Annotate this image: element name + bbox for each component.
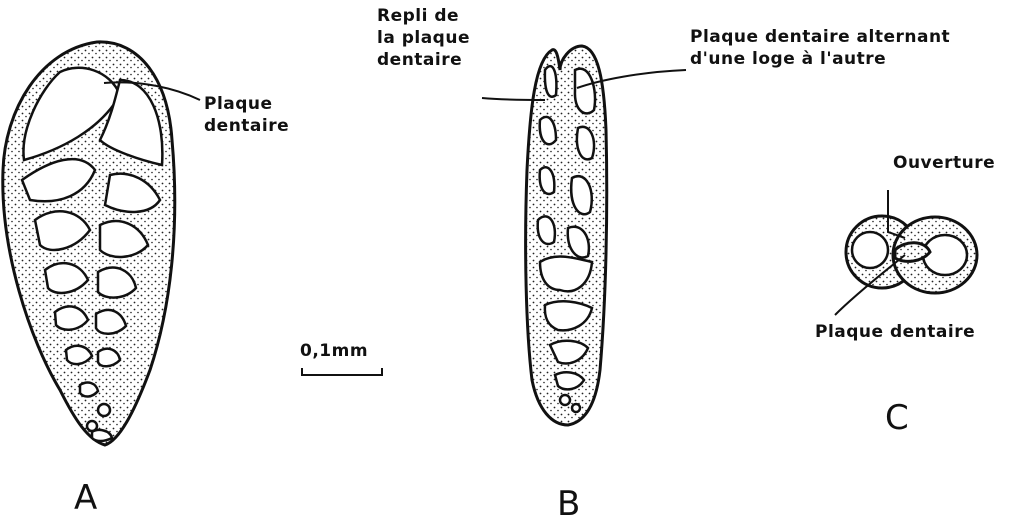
figure-label-a: A: [74, 478, 98, 518]
specimen-b: [482, 46, 686, 425]
label-ouverture: Ouverture: [893, 152, 995, 174]
specimen-a: [3, 42, 200, 445]
label-plaque-alternant: Plaque dentaire alternant d'une loge à l…: [690, 26, 950, 70]
label-plaque-dentaire-c: Plaque dentaire: [815, 321, 975, 343]
label-plaque-dentaire-a: Plaque dentaire: [204, 93, 289, 137]
specimen-c: [835, 190, 977, 315]
figure-label-c: C: [885, 398, 909, 438]
scale-bar: [302, 368, 382, 375]
scale-label: 0,1mm: [300, 340, 368, 362]
figure-label-b: B: [557, 484, 581, 524]
label-repli: Repli de la plaque dentaire: [377, 5, 470, 71]
